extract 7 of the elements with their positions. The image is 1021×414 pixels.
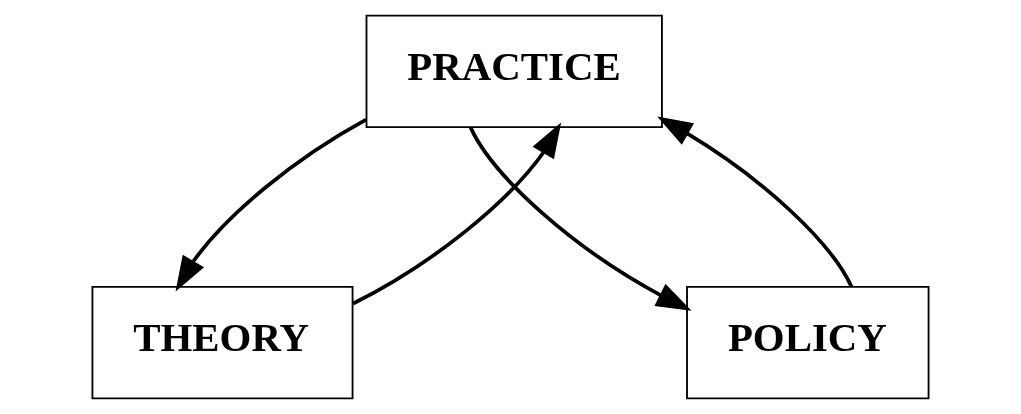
node-box: PRACTICE [365, 14, 663, 129]
arrow [657, 116, 854, 288]
node-box: POLICY [686, 285, 930, 400]
arrow [175, 117, 368, 292]
arrow [352, 122, 562, 306]
arrow [468, 126, 692, 311]
node-box: THEORY [91, 285, 354, 400]
